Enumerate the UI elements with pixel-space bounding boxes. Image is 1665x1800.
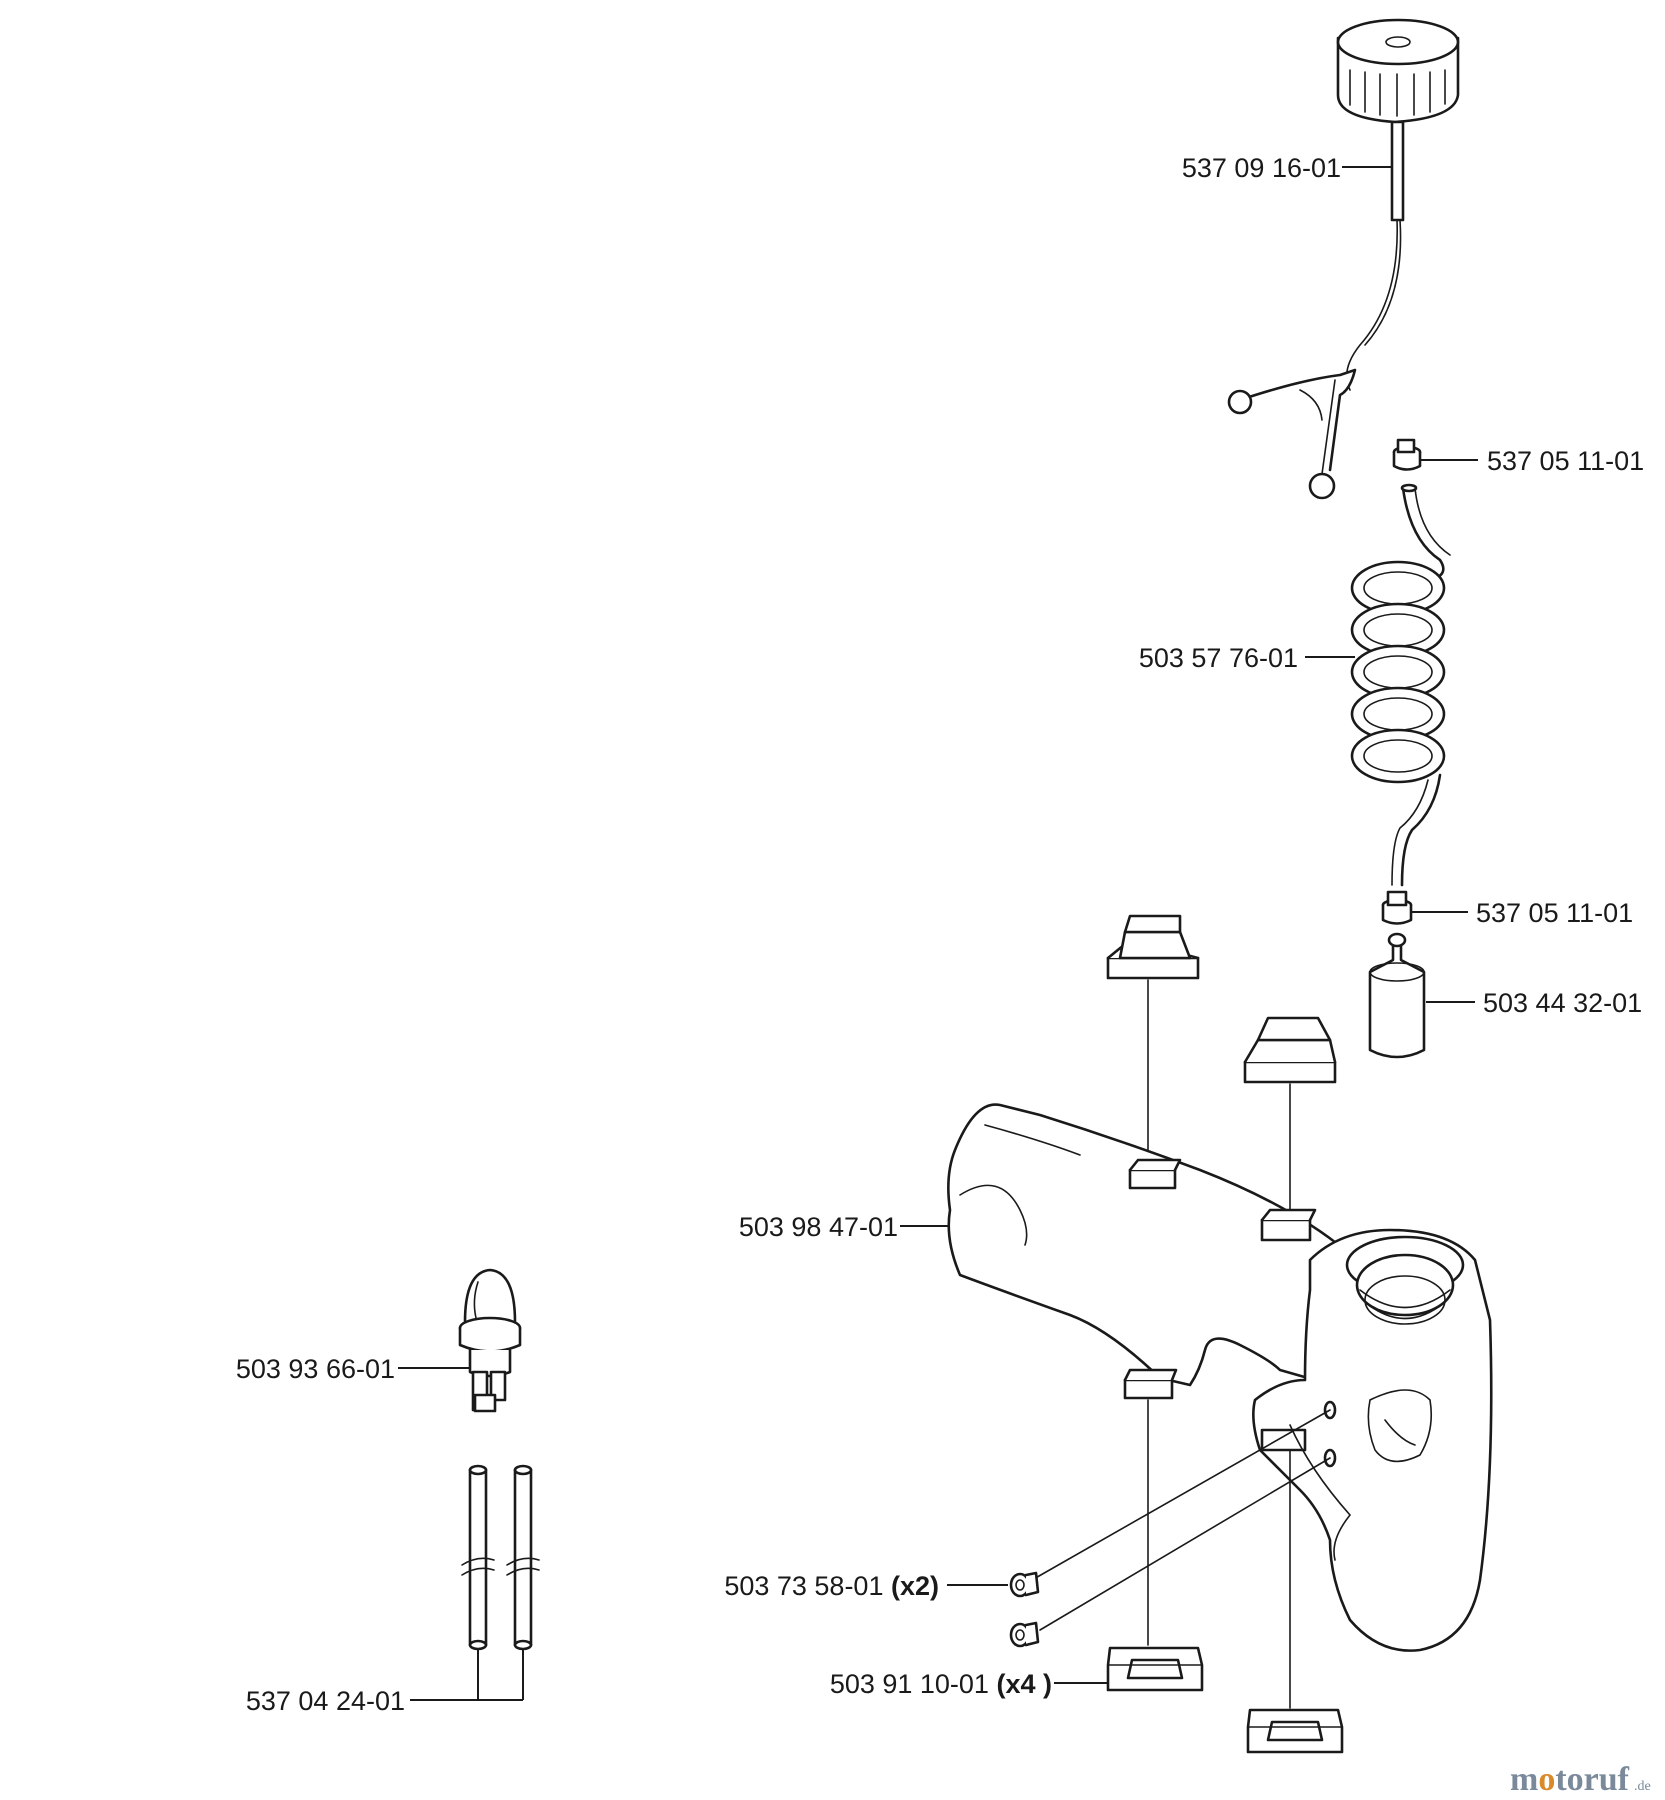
rubber-mount-label: 503 91 10-01 (x4 ) — [830, 1669, 1052, 1699]
grommet-qty: (x2) — [891, 1571, 939, 1601]
motoruf-watermark: motoruf .de — [1510, 1761, 1651, 1798]
grommet-guide-1 — [1031, 1409, 1331, 1581]
fuel-tank-drawing — [947, 1103, 1493, 1652]
hose-nut-top-label: 537 05 11-01 — [1487, 446, 1644, 476]
grommet-drawing-2 — [1009, 1621, 1040, 1648]
fuel-hose-drawing — [1350, 483, 1451, 887]
fuel-tank-label: 503 98 47-01 — [739, 1212, 898, 1242]
hose-nut-top-drawing — [1392, 438, 1422, 471]
fuel-hose-label: 503 57 76-01 — [1139, 643, 1298, 673]
fuel-cap-drawing — [1227, 18, 1460, 500]
grommet-guide-2 — [1039, 1457, 1331, 1631]
rubber-mount-bottom-left-drawing — [1106, 1646, 1204, 1692]
rubber-mount-number: 503 91 10-01 — [830, 1669, 989, 1699]
fuel-lines-drawing — [461, 1464, 540, 1700]
rubber-mount-top-right-drawing — [1243, 1016, 1337, 1084]
grommet-drawing-1 — [1009, 1571, 1040, 1598]
fuel-cap-label: 537 09 16-01 — [1182, 153, 1341, 183]
svg-text:motoruf: motoruf — [1510, 1761, 1630, 1798]
fuel-filter-label: 503 44 32-01 — [1483, 988, 1642, 1018]
grommet-label: 503 73 58-01 (x2) — [724, 1571, 939, 1601]
hose-nut-bottom-drawing — [1381, 890, 1413, 925]
rubber-mount-bottom-right-drawing — [1246, 1708, 1344, 1754]
rubber-mount-top-left-drawing — [1106, 914, 1200, 980]
primer-bulb-drawing — [458, 1268, 522, 1413]
rubber-mount-qty: (x4 ) — [996, 1669, 1052, 1699]
fuel-lines-label: 537 04 24-01 — [246, 1686, 405, 1716]
fuel-filter-drawing — [1368, 932, 1426, 1059]
primer-bulb-label: 503 93 66-01 — [236, 1354, 395, 1384]
grommet-number: 503 73 58-01 — [724, 1571, 883, 1601]
hose-nut-bottom-label: 537 05 11-01 — [1476, 898, 1633, 928]
svg-text:.de: .de — [1634, 1779, 1651, 1794]
